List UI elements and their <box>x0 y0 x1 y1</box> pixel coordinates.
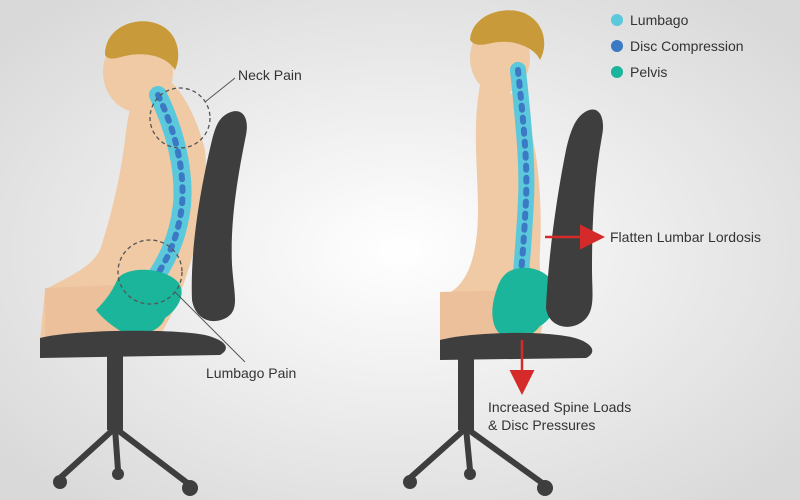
right-figure: Flatten Lumbar Lordosis Increased Spine … <box>403 10 761 496</box>
lumbago-pain-circle <box>117 239 183 305</box>
left-chair-seat <box>40 330 226 358</box>
circle-dot-icon <box>611 66 623 78</box>
right-chair-back <box>546 109 604 327</box>
left-chair-base <box>53 350 198 496</box>
legend-label-disc-compression: Disc Compression <box>630 38 744 54</box>
left-spine <box>141 86 192 294</box>
circle-dot-icon <box>611 40 623 52</box>
neck-pain-circle <box>149 87 211 149</box>
left-pelvis <box>96 269 182 335</box>
legend-label-lumbago: Lumbago <box>630 12 689 28</box>
neck-pain-leader <box>204 77 236 103</box>
spine-loads-label-2: & Disc Pressures <box>488 417 595 433</box>
right-pelvis <box>492 267 557 339</box>
neck-pain-label: Neck Pain <box>238 67 302 83</box>
right-chair-seat <box>440 332 593 360</box>
legend-item-disc-compression: Disc Compression <box>611 38 744 54</box>
spine-loads-label-1: Increased Spine Loads <box>488 399 631 415</box>
left-chair-back <box>191 111 247 322</box>
circle-dot-icon <box>611 14 623 26</box>
left-figure: Neck Pain Lumbago Pain <box>40 21 302 496</box>
lumbago-pain-label: Lumbago Pain <box>206 365 296 381</box>
lumbago-pain-leader <box>174 291 246 363</box>
right-chair-base <box>403 352 553 496</box>
legend-item-lumbago: Lumbago <box>611 12 689 28</box>
flatten-lumbar-label: Flatten Lumbar Lordosis <box>610 229 761 245</box>
legend-label-pelvis: Pelvis <box>630 64 667 80</box>
legend-item-pelvis: Pelvis <box>611 64 667 80</box>
right-spine <box>510 62 535 293</box>
legend: Lumbago Disc Compression Pelvis <box>611 12 744 80</box>
